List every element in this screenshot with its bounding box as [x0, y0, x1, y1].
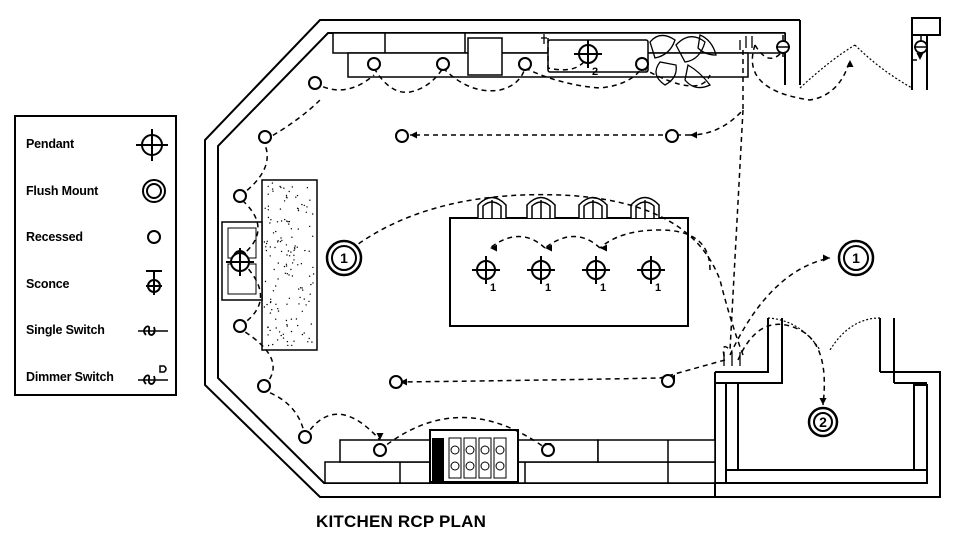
plan-title: KITCHEN RCP PLAN: [316, 512, 487, 531]
pendant-type-tag: 1: [600, 282, 606, 294]
sconces: [776, 35, 928, 57]
sconce-icon: [146, 270, 162, 295]
sconce-light: [776, 35, 790, 57]
pendant-light: 1: [472, 256, 500, 294]
flush-mount-type-tag: 1: [340, 250, 348, 266]
bar-stool: [630, 196, 660, 218]
bar-stool: [578, 196, 608, 218]
single-switch-icon: [138, 325, 168, 336]
range-stove: [429, 429, 519, 483]
door-swings: [767, 44, 913, 351]
pendant-type-tag: 1: [545, 282, 551, 294]
flush-mounts: 1 1 2: [325, 239, 875, 438]
recessed-light: [373, 443, 387, 457]
recessed-light: [258, 130, 272, 144]
recessed-light: [541, 443, 555, 457]
flush-mount-light: 2: [807, 406, 839, 438]
legend: Pendant Flush Mount Recessed Sconce Sing…: [14, 115, 177, 396]
sconce-light: [914, 35, 928, 57]
flush-mount-icon: [142, 179, 166, 203]
recessed-light: [389, 375, 403, 389]
pendant-type-tag: 1: [655, 282, 661, 294]
flush-mount-light: 1: [837, 239, 875, 277]
legend-label-recessed: Recessed: [26, 230, 83, 244]
pendant-light: 2: [574, 40, 602, 78]
flush-mount-type-tag: 2: [819, 414, 827, 430]
counter-speckle: [263, 182, 315, 347]
flush-mount-light: 1: [325, 239, 363, 277]
recessed-light: [257, 379, 271, 393]
walls: [204, 17, 941, 498]
recessed-light: [367, 57, 381, 71]
plant-decoration: [649, 34, 717, 89]
flush-mount-type-tag: 1: [852, 250, 860, 266]
pendant-type-tag: 2: [592, 66, 598, 78]
recessed-light: [308, 76, 322, 90]
recessed-light: [518, 57, 532, 71]
recessed-light: [665, 129, 679, 143]
legend-label-single-switch: Single Switch: [26, 323, 105, 337]
bar-stool: [526, 196, 556, 218]
recessed-light: [436, 57, 450, 71]
bar-stool: [477, 196, 507, 218]
switches: [541, 34, 753, 366]
bar-stools: [477, 196, 660, 218]
pendant-icon: [136, 129, 168, 161]
recessed-light: [298, 430, 312, 444]
legend-label-flush-mount: Flush Mount: [26, 184, 99, 198]
recessed-light: [233, 319, 247, 333]
pendant-type-tag: 1: [490, 282, 496, 294]
recessed-light: [661, 374, 675, 388]
circuit-runs: [239, 38, 920, 451]
legend-label-sconce: Sconce: [26, 277, 70, 291]
recessed-icon: [147, 230, 161, 244]
legend-label-dimmer-switch: Dimmer Switch: [26, 370, 114, 384]
pendant-light: 1: [527, 256, 555, 294]
pendant-light: 1: [637, 256, 665, 294]
recessed-light: [635, 57, 649, 71]
pendant-light: [226, 248, 254, 276]
recessed-light: [395, 129, 409, 143]
recessed-light: [233, 189, 247, 203]
pendants: 1 1 1 1 2: [226, 40, 665, 294]
legend-label-pendant: Pendant: [26, 137, 74, 151]
pendant-light: 1: [582, 256, 610, 294]
dimmer-switch-icon: [138, 365, 168, 385]
